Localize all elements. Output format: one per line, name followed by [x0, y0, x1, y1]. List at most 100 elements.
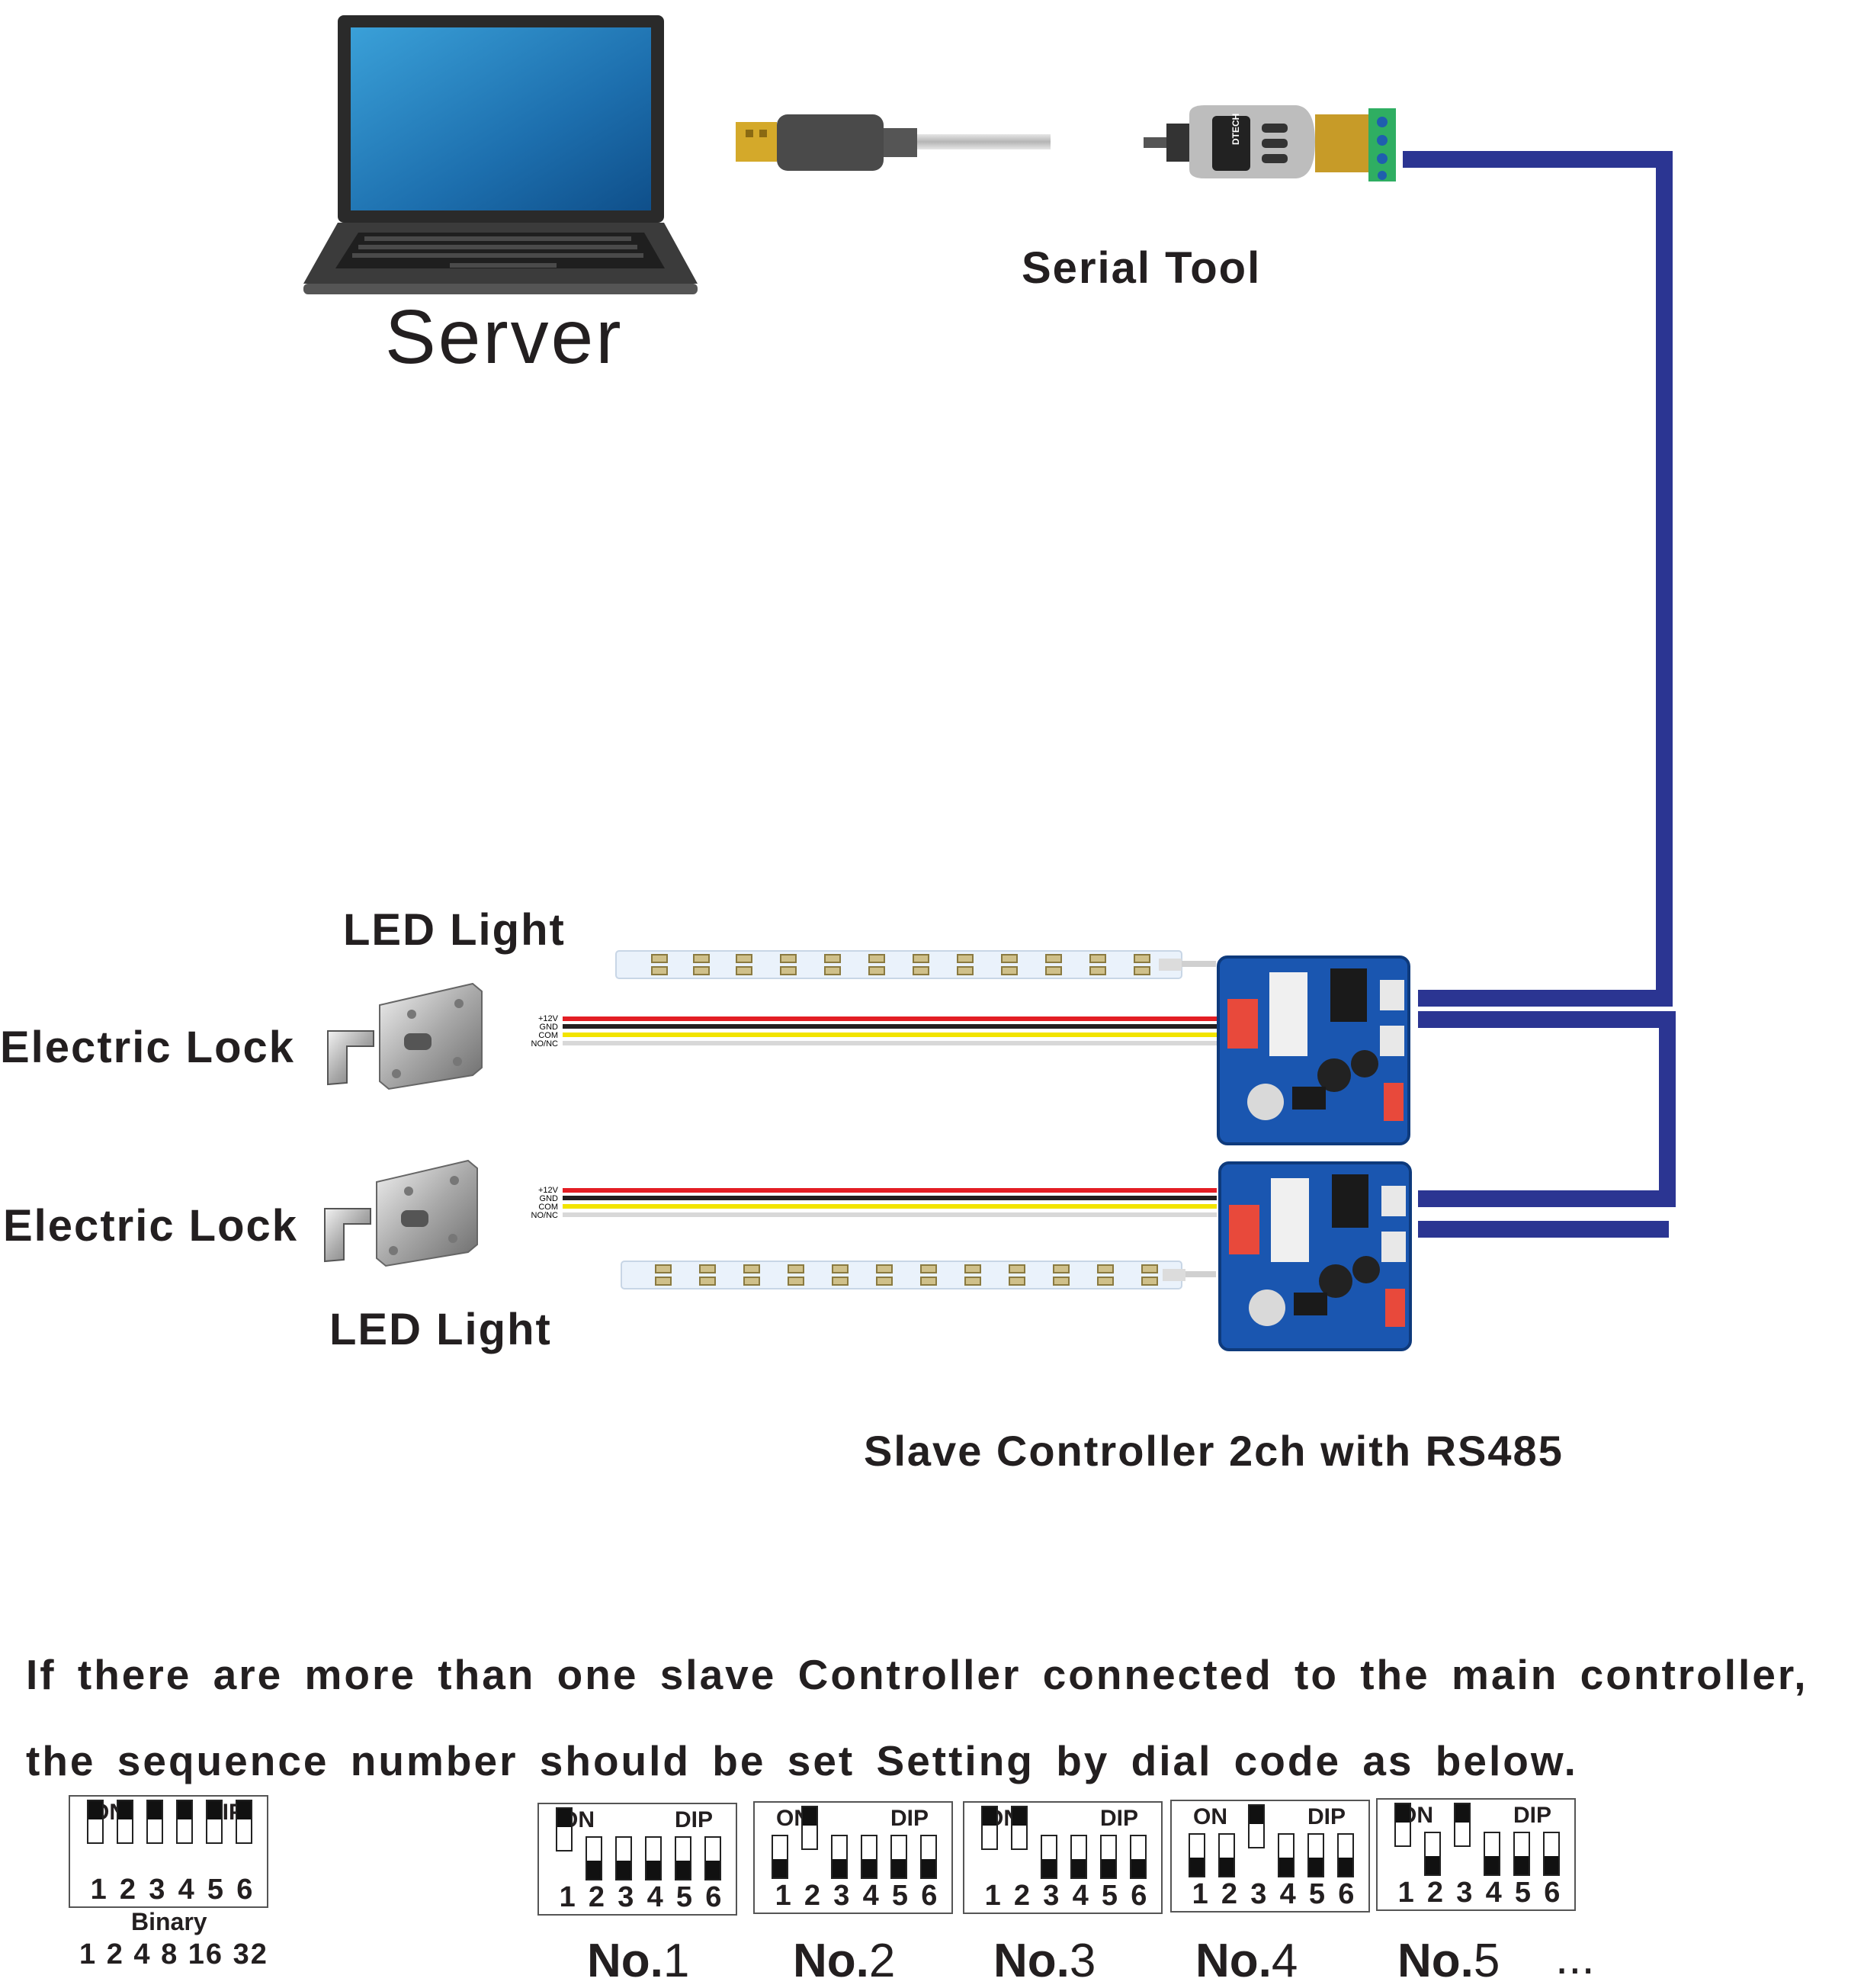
dip-number: 5 — [1101, 1880, 1118, 1912]
led-strip-top — [615, 950, 1216, 979]
dip-switch-toggle — [586, 1836, 602, 1880]
dip-number: 6 — [921, 1880, 938, 1912]
dip-switch-toggle — [1543, 1832, 1560, 1876]
dip-switch-toggle — [645, 1836, 662, 1880]
dip-switch-toggle — [1307, 1833, 1324, 1877]
svg-text:DTECH: DTECH — [1230, 114, 1241, 145]
dip-number: 6 — [236, 1874, 253, 1906]
dip-setting-caption: No.4 — [1195, 1935, 1298, 1987]
dip-number: 6 — [1131, 1880, 1147, 1912]
wire-label: COM — [538, 1203, 558, 1212]
dip-switch-toggle — [1100, 1835, 1117, 1879]
dip-number: 3 — [618, 1881, 634, 1913]
dip-number: 5 — [891, 1880, 909, 1912]
dip-switch-toggle — [117, 1800, 133, 1844]
dip-setting-caption: No.2 — [793, 1935, 896, 1987]
dip-number: 5 — [1308, 1878, 1326, 1910]
dip-switch-toggle — [176, 1800, 193, 1844]
dip-number: 4 — [178, 1874, 194, 1906]
ellipsis: ... — [1555, 1932, 1595, 1984]
dip-number: 3 — [149, 1874, 165, 1906]
dip-switch-toggle — [1278, 1833, 1295, 1877]
dip-switch-toggle — [1041, 1835, 1057, 1879]
dip-number: 6 — [705, 1881, 722, 1913]
dip-number: 2 — [1221, 1878, 1238, 1910]
dip-number: 3 — [1043, 1880, 1060, 1912]
slave-controller-label: Slave Controller 2ch with RS485 — [864, 1427, 1564, 1475]
dip-number: 3 — [1250, 1878, 1267, 1910]
dip-switch-toggle — [146, 1800, 163, 1844]
serial-tool-label: Serial Tool — [1022, 243, 1262, 293]
electric-lock-label-bottom: Electric Lock — [3, 1201, 299, 1251]
dip-switch-toggle — [890, 1835, 907, 1879]
electric-lock-label-top: Electric Lock — [0, 1023, 296, 1072]
dip-switch-toggle — [981, 1806, 998, 1850]
dip-number: 4 — [1072, 1880, 1089, 1912]
dip-switch-toggle — [861, 1835, 877, 1879]
dip-switch-toggle — [1218, 1833, 1235, 1877]
led-light-label-top: LED Light — [343, 905, 566, 955]
slave-controller-board-bottom — [1218, 1161, 1412, 1351]
dip-switch-toggle — [1189, 1833, 1205, 1877]
dip-switch-toggle — [772, 1835, 788, 1879]
dip-number: 3 — [1456, 1877, 1473, 1909]
dip-number: 6 — [1544, 1877, 1561, 1909]
rs485-bus-line — [1403, 151, 1676, 1238]
dip-number: 5 — [207, 1874, 224, 1906]
dip-number: 1 — [90, 1874, 107, 1906]
dip-label: DIP — [674, 1807, 713, 1832]
dip-number: 4 — [1279, 1878, 1296, 1910]
dip-number: 2 — [588, 1881, 605, 1913]
dip-switch-toggle — [556, 1807, 573, 1852]
dip-setting-caption: No.5 — [1397, 1935, 1500, 1987]
dip-number: 6 — [1338, 1878, 1355, 1910]
dip-number: 3 — [833, 1880, 850, 1912]
dip-number: 1 — [775, 1880, 791, 1912]
dip-switch-toggle — [1513, 1832, 1530, 1876]
dip-switch-toggle — [831, 1835, 848, 1879]
dip-switch-toggle — [801, 1806, 818, 1850]
dip-switch-toggle — [1484, 1832, 1500, 1876]
dip-number: 2 — [119, 1874, 136, 1906]
dip-switch-toggle — [87, 1800, 104, 1844]
dip-switch-toggle — [615, 1836, 632, 1880]
slave-controller-board-top — [1217, 955, 1410, 1145]
binary-label: Binary — [131, 1908, 207, 1935]
dip-label: DIP — [1307, 1804, 1346, 1829]
dip-number: 4 — [1485, 1877, 1502, 1909]
dip-setting-caption: No.3 — [993, 1935, 1096, 1987]
dip-number: 4 — [646, 1881, 663, 1913]
dip-label: DIP — [890, 1806, 929, 1831]
dip-switch-toggle — [1248, 1804, 1265, 1848]
dip-switch-toggle — [920, 1835, 937, 1879]
dip-switch-toggle — [1011, 1806, 1028, 1850]
dip-number: 2 — [1013, 1880, 1031, 1912]
dip-number: 1 — [1192, 1878, 1208, 1910]
dip-label: DIP — [1513, 1803, 1551, 1828]
laptop-server-icon — [303, 15, 698, 294]
dip-setting-caption: No.1 — [587, 1935, 690, 1987]
dip-switch-toggle — [1394, 1803, 1411, 1847]
wire-label: NO/NC — [531, 1211, 559, 1220]
dip-number: 2 — [1426, 1877, 1444, 1909]
dip-switch-toggle — [1424, 1832, 1441, 1876]
wire-label: COM — [538, 1031, 558, 1040]
dip-switch-toggle — [206, 1800, 223, 1844]
wire-label: NO/NC — [531, 1039, 559, 1049]
note-line-1: If there are more than one slave Control… — [26, 1651, 1808, 1698]
dip-switch-toggle — [1337, 1833, 1354, 1877]
lock-wires-top: +12V GND COM NO/NC — [531, 1014, 1217, 1049]
dip-number: 1 — [559, 1881, 576, 1913]
dip-switch-toggle — [1070, 1835, 1087, 1879]
lock-wires-bottom: +12V GND COM NO/NC — [531, 1186, 1217, 1220]
